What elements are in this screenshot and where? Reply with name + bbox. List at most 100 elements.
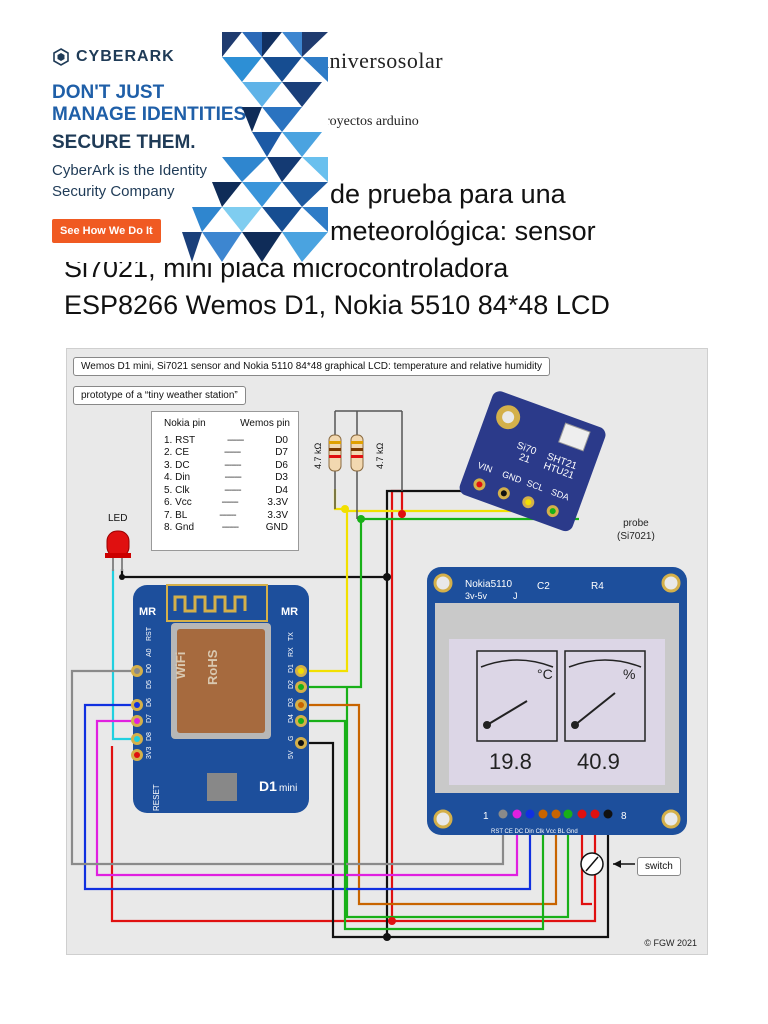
- pin-nokia: 5. Clk: [164, 484, 190, 496]
- sensor-probe: Si70 21 SHT21 HTU21 VIN GND SCL SDA: [459, 391, 606, 532]
- module-rohs: RoHS: [205, 649, 220, 685]
- switch-symbol: [580, 852, 635, 876]
- advertisement[interactable]: CYBERARK DON'T JUST MANAGE IDENTITIES. S…: [36, 32, 328, 262]
- pin-dash: -------: [224, 459, 241, 471]
- module-wifi: WiFi: [173, 652, 188, 679]
- switch-label: switch: [637, 857, 681, 876]
- probe-label-1: probe: [623, 518, 649, 529]
- pin-table-row: 4. Din-------D3: [152, 472, 298, 485]
- pin-label: D1: [288, 664, 295, 673]
- copyright: © FGW 2021: [644, 938, 697, 948]
- nokia-j: J: [513, 591, 518, 601]
- pin-label: G: [288, 736, 295, 741]
- wire-black-nokia: [387, 814, 610, 939]
- hum-gauge: [564, 650, 646, 742]
- wire-green-clk: [301, 719, 545, 931]
- cyberark-logo-icon: [53, 48, 69, 66]
- pin-dash: -------: [221, 497, 238, 508]
- pin-dash: -------: [219, 509, 236, 521]
- pin-table-row: 1. RST-------D0: [152, 435, 298, 448]
- ad-cta-button[interactable]: See How We Do It: [52, 219, 161, 243]
- pin-label: D0: [146, 664, 153, 673]
- pin-wemos: D4: [275, 484, 288, 496]
- wire-black-gnd: [301, 579, 389, 939]
- nokia-voltage: 3v-5v: [465, 591, 488, 601]
- board-suffix: mini: [279, 783, 297, 794]
- pin-label: 3V3: [146, 746, 153, 759]
- pin-label: D4: [288, 714, 295, 723]
- wire-red-bl: [580, 814, 592, 906]
- pin-wemos: GND: [265, 522, 288, 533]
- resistors: 4.7 kΩ 4.7 kΩ: [313, 410, 403, 519]
- pin-table-row: 7. BL-------3.3V: [152, 510, 298, 523]
- temp-unit: °C: [537, 666, 553, 682]
- diagram-caption: Wemos D1 mini, Si7021 sensor and Nokia 5…: [73, 357, 550, 376]
- resistor-2: [350, 434, 364, 472]
- nokia-lcd: Nokia5110 3v-5v J C2 R4 °C % 19.8 40.9 1…: [427, 567, 687, 835]
- pin-label: 5V: [288, 750, 295, 759]
- wire-cyan-led: [111, 569, 137, 741]
- ad-geometric-art: [182, 32, 328, 262]
- wiring-diagram: Wemos D1 mini, Si7021 sensor and Nokia 5…: [66, 348, 708, 955]
- resistor-2-label: 4.7 kΩ: [375, 442, 385, 469]
- ad-brand: CYBERARK: [76, 48, 175, 65]
- pin-table: Nokia pin Wemos pin 1. RST-------D0 2. C…: [151, 411, 299, 551]
- pin-nokia: 7. BL: [164, 509, 188, 521]
- wemos-board: MR MR WiFi RoHS D1 mini RESET RST A0 D0: [131, 584, 309, 813]
- probe-label: probe (Si7021): [617, 517, 655, 543]
- junction-dots-black: [119, 573, 391, 941]
- junction-dots: [388, 510, 406, 925]
- pin-table-row: 3. DC-------D6: [152, 460, 298, 473]
- temp-gauge: [476, 650, 558, 742]
- wire-grey-rst: [70, 669, 505, 866]
- sensor-text-2: 21: [517, 452, 532, 466]
- wemos-left-pin-labels: RST A0 D0 D5 D6 D7 D8 3V3: [146, 626, 153, 759]
- wire-yellow-scl: [301, 509, 553, 673]
- pin-table-header-wemos: Wemos pin: [240, 418, 290, 429]
- wemos-brand-left: MR: [139, 606, 156, 618]
- junction-dot: [119, 574, 125, 580]
- pin-wemos: D6: [275, 459, 288, 471]
- site-tagline: proyectos arduino: [318, 114, 419, 129]
- ad-logo: CYBERARK: [52, 48, 175, 66]
- title-line-4: ESP8266 Wemos D1, Nokia 5510 84*48 LCD: [64, 290, 610, 320]
- pin-dash: -------: [224, 484, 241, 496]
- pin-table-row: 6. Vcc-------3.3V: [152, 497, 298, 510]
- nokia-pin-labels: RST CE DC Din Clk Vcc BL Gnd: [491, 829, 578, 835]
- junction-dot: [388, 917, 396, 925]
- pin-label: RX: [288, 647, 295, 657]
- board-name: D1: [259, 778, 277, 794]
- pin-label: D3: [288, 698, 295, 707]
- pin-label: RST: [146, 626, 153, 641]
- wemos-right-pin-labels: TX RX D1 D2 D3 D4 G 5V: [288, 632, 295, 759]
- pin-label: A0: [146, 648, 153, 657]
- pin-nokia: 4. Din: [164, 472, 191, 483]
- nokia-pin-first: 1: [483, 811, 489, 822]
- pin-label: D2: [288, 680, 295, 689]
- ad-headline: DON'T JUST MANAGE IDENTITIES. SECURE THE…: [52, 82, 252, 154]
- wire-black-sensor: [385, 489, 507, 579]
- pin-nokia: 1. RST: [164, 434, 196, 446]
- nokia-name: Nokia5110: [465, 579, 513, 590]
- pin-table-row: 5. Clk ------- D4: [152, 485, 298, 498]
- pin-nokia: 2. CE: [164, 447, 190, 458]
- temp-value: 19.8: [489, 749, 532, 774]
- pin-label: TX: [288, 632, 295, 641]
- pin-table-row: 2. CE-------D7: [152, 447, 298, 460]
- diagram-subcaption: prototype of a “tiny weather station”: [73, 386, 246, 405]
- junction-dot: [383, 933, 391, 941]
- wire-green-nokia: [345, 687, 570, 919]
- led-label: LED: [108, 513, 128, 524]
- junction-dot: [341, 505, 349, 513]
- pin-table-header-nokia: Nokia pin: [164, 418, 206, 429]
- pin-label: D5: [146, 680, 153, 689]
- resistor-1-label: 4.7 kΩ: [313, 442, 323, 469]
- site-name[interactable]: universosolar: [318, 48, 444, 73]
- nokia-c2: C2: [537, 581, 550, 592]
- pin-dash: -------: [227, 434, 244, 446]
- reset-label: RESET: [152, 784, 161, 811]
- led: [105, 530, 131, 571]
- pin-wemos: D7: [275, 447, 288, 458]
- ad-headline-1: DON'T JUST: [52, 82, 165, 103]
- ad-headline-2: MANAGE IDENTITIES.: [52, 104, 252, 125]
